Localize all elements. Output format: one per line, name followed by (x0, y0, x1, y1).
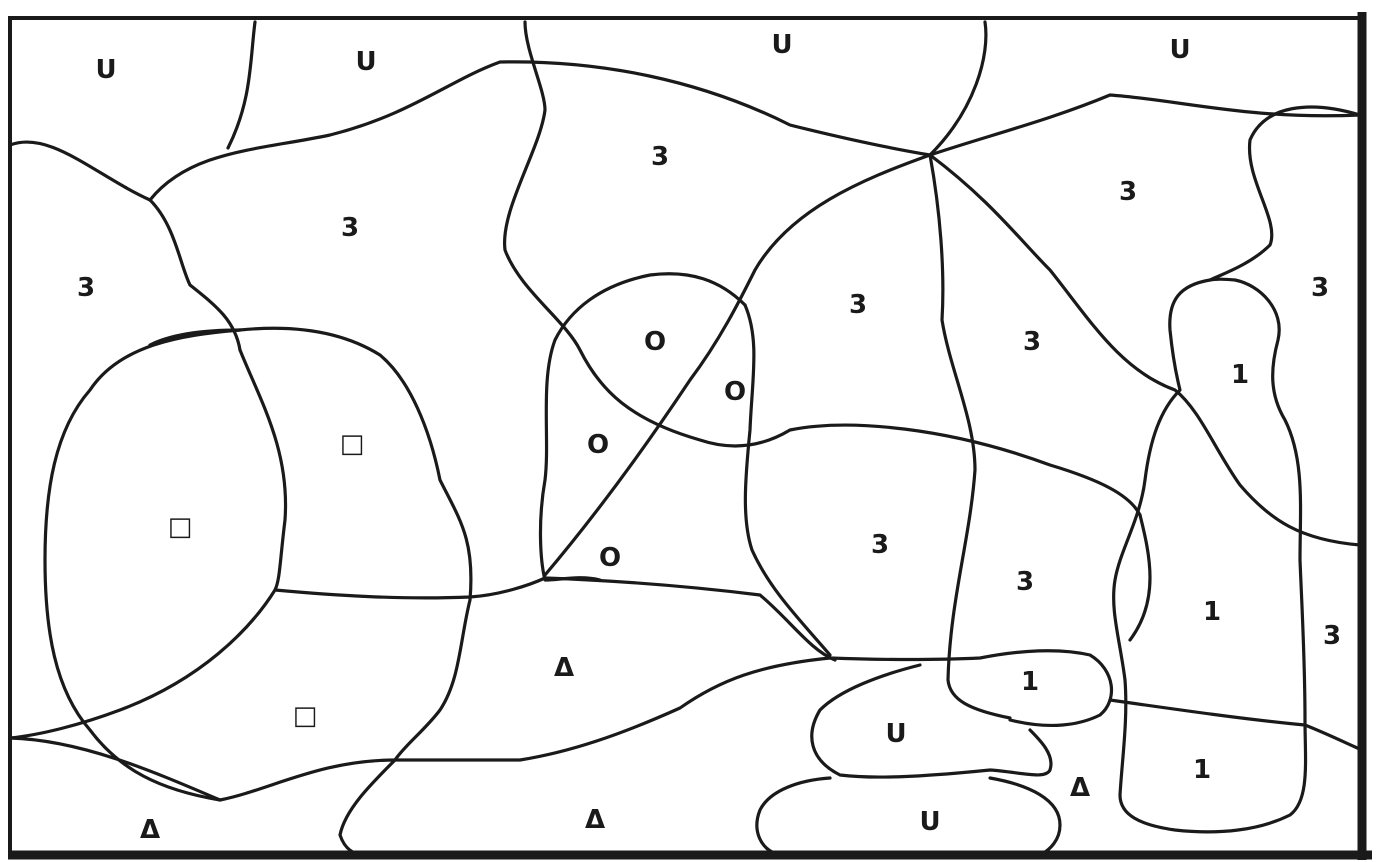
region-symbol: 3 (77, 273, 95, 303)
region-symbol: Δ (585, 805, 605, 835)
region-symbol: 3 (871, 530, 889, 560)
region-symbol: U (355, 47, 376, 77)
region-symbol: Δ (1070, 773, 1090, 803)
region-symbol: Δ (140, 815, 160, 845)
region-symbol: U (919, 807, 940, 837)
region-symbol: 3 (1023, 327, 1041, 357)
region-symbol: 3 (1119, 177, 1137, 207)
region-symbol: U (885, 719, 906, 749)
region-symbol: 3 (849, 290, 867, 320)
region-symbol: O (644, 327, 666, 357)
region-symbol: 3 (1311, 273, 1329, 303)
region-symbol: 3 (651, 142, 669, 172)
region-symbol: U (1169, 35, 1190, 65)
region-symbol: 1 (1021, 667, 1039, 697)
region-symbol: O (724, 377, 746, 407)
region-symbol: U (95, 55, 116, 85)
region-symbols: U U U U 3 3 3 3 3 3 3 3 3 3 O O O O □ □ … (77, 30, 1341, 845)
region-symbol: O (599, 543, 621, 573)
region-symbol: 3 (1016, 567, 1034, 597)
region-symbol: □ (168, 512, 193, 542)
region-symbol: Δ (554, 653, 574, 683)
region-symbol: □ (293, 701, 318, 731)
region-symbol: 1 (1193, 755, 1211, 785)
region-symbol: 3 (341, 213, 359, 243)
region-boundaries (10, 22, 1362, 855)
region-symbol: □ (340, 429, 365, 459)
region-symbol: 1 (1231, 360, 1249, 390)
region-symbol: 3 (1323, 621, 1341, 651)
region-symbol: O (587, 430, 609, 460)
region-symbol: 1 (1203, 597, 1221, 627)
region-symbol: U (771, 30, 792, 60)
